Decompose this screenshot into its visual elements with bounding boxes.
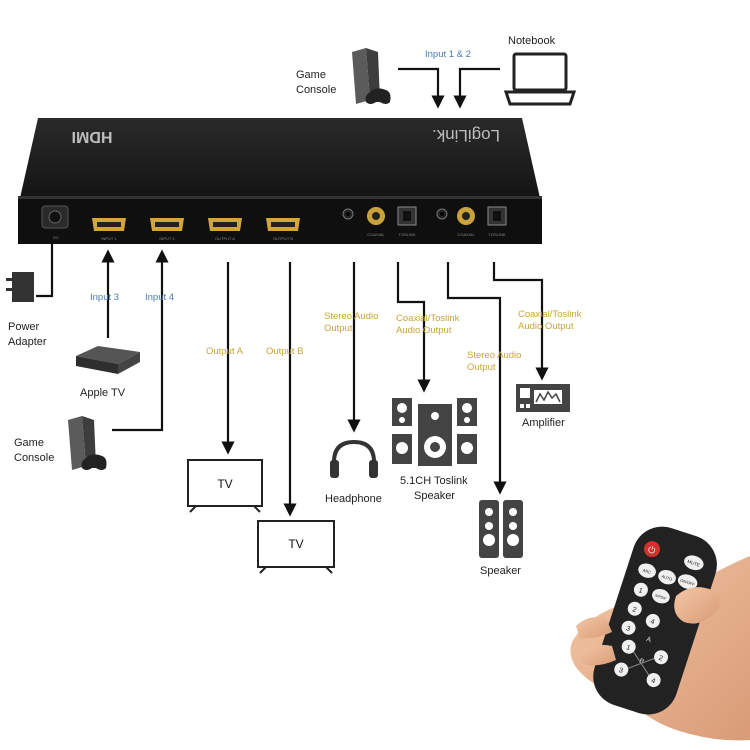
- svg-text:1: 1: [638, 587, 644, 595]
- speaker-icon: [479, 500, 523, 558]
- audio-output-group-2: COAXIAL TOSLINK: [436, 206, 507, 237]
- game-console-left-label-line2: Console: [14, 452, 54, 464]
- tv-b-label: TV: [288, 537, 303, 551]
- amplifier-label: Amplifier: [522, 417, 565, 429]
- game-console-top-label-line1: Game: [296, 69, 326, 81]
- tv-a-icon: TV: [187, 459, 263, 513]
- svg-text:2: 2: [631, 606, 637, 614]
- svg-text:ARC: ARC: [642, 567, 652, 574]
- apple-tv-label: Apple TV: [80, 387, 126, 399]
- notebook-icon: [503, 52, 577, 106]
- hdmi-matrix-device: HDMI LogiLink. DC INPUT 1 INPUT 2 OUTPUT…: [18, 118, 542, 244]
- speaker-label: Speaker: [480, 565, 521, 577]
- remote-button-a-1[interactable]: [632, 581, 650, 599]
- speaker-51-icon: [392, 398, 477, 466]
- game-console-top-label-line2: Console: [296, 84, 336, 96]
- headphone-label: Headphone: [325, 493, 382, 505]
- wire-game-console-to-input-4: [112, 249, 169, 432]
- remote-zone-b-label: B: [638, 658, 645, 666]
- game-console-top-icon: [352, 48, 391, 104]
- remote-button-a-3[interactable]: [620, 619, 638, 637]
- svg-text:⏻: ⏻: [647, 544, 657, 556]
- tv-b-icon: TV: [257, 520, 335, 574]
- remote-button-auto[interactable]: [656, 568, 677, 587]
- power-adapter-label-line2: Adapter: [8, 336, 47, 348]
- speaker-51-label-line1: 5.1CH Toslink: [400, 475, 468, 487]
- svg-text:DC: DC: [53, 235, 59, 240]
- power-adapter-label-line1: Power: [8, 321, 40, 333]
- svg-text:COAXIAL: COAXIAL: [367, 232, 385, 237]
- tv-a-label: TV: [217, 477, 232, 491]
- wire-coax-toslink-1: [396, 262, 431, 393]
- wire-coax-toslink-2: [492, 262, 549, 381]
- svg-text:1: 1: [625, 644, 631, 652]
- notebook-label: Notebook: [508, 35, 556, 47]
- hdmi-output-a-port: OUTPUT A: [208, 218, 242, 241]
- audio-output-group-1: COAXIAL TOSLINK: [342, 206, 417, 237]
- svg-text:OUTPUT B: OUTPUT B: [273, 236, 293, 241]
- remote-power-button[interactable]: [642, 539, 662, 559]
- remote-zone-a-label: A: [645, 636, 652, 644]
- apple-tv-icon: [76, 346, 140, 374]
- coax-toslink-2-label-line1: Coaxial/Toslink: [518, 309, 582, 320]
- coax-toslink-1-label-line1: Coaxial/Toslink: [396, 313, 460, 324]
- svg-text:3: 3: [625, 625, 631, 633]
- svg-text:S/PDIF: S/PDIF: [654, 593, 667, 601]
- game-console-left-label-line1: Game: [14, 437, 44, 449]
- output-b-label: Output B: [266, 346, 304, 357]
- input-1-2-label: Input 1 & 2: [425, 49, 471, 60]
- stereo-audio-2-label-line2: Output: [467, 362, 496, 373]
- wire-power: [36, 244, 54, 298]
- wire-stereo-audio-2: [446, 262, 507, 495]
- stereo-audio-2-label-line1: Stereo Audio: [467, 350, 521, 361]
- svg-text:2: 2: [658, 655, 664, 663]
- remote-button-a-4[interactable]: [644, 612, 662, 630]
- device-brand: LogiLink.: [432, 126, 500, 145]
- svg-text:AUTO: AUTO: [661, 574, 673, 582]
- svg-text:4: 4: [649, 618, 655, 626]
- speaker-51-label-line2: Speaker: [414, 490, 455, 502]
- hand-with-remote: ⏻ MUTE ON/OFF ARC AUTO S/PDIF 1 2 3 4 A …: [570, 526, 750, 741]
- remote-button-onoff[interactable]: [676, 572, 699, 591]
- wire-notebook-to-input: [453, 67, 500, 109]
- svg-text:OUTPUT A: OUTPUT A: [215, 236, 235, 241]
- power-adapter-icon: [6, 272, 34, 302]
- coax-toslink-1-label-line2: Audio Output: [396, 325, 452, 336]
- svg-text:COAXIAL: COAXIAL: [457, 232, 475, 237]
- svg-text:4: 4: [650, 678, 656, 686]
- hdmi-input-1-port: INPUT 1: [92, 218, 126, 241]
- svg-text:3: 3: [618, 667, 624, 675]
- remote-button-b-2[interactable]: [652, 648, 670, 666]
- thumb: [674, 587, 721, 624]
- hdmi-output-b-port: OUTPUT B: [266, 218, 300, 241]
- remote-button-b-3[interactable]: [612, 661, 630, 679]
- remote-button-b-1[interactable]: [620, 638, 638, 656]
- input-4-label: Input 4: [145, 292, 174, 303]
- headphone-icon: [330, 439, 378, 478]
- svg-text:TOSLINK: TOSLINK: [398, 232, 415, 237]
- svg-text:INPUT 1: INPUT 1: [101, 236, 117, 241]
- device-logo: HDMI: [72, 128, 113, 145]
- output-a-label: Output A: [206, 346, 244, 357]
- remote-button-arc[interactable]: [636, 561, 657, 580]
- remote-button-spdif[interactable]: [650, 587, 671, 606]
- input-3-label: Input 3: [90, 292, 119, 303]
- game-console-left-icon: [68, 416, 107, 470]
- hdmi-input-2-port: INPUT 2: [150, 218, 184, 241]
- svg-text:ON/OFF: ON/OFF: [680, 578, 696, 588]
- remote-button-b-4[interactable]: [645, 671, 663, 689]
- svg-text:INPUT 2: INPUT 2: [159, 236, 175, 241]
- svg-text:TOSLINK: TOSLINK: [488, 232, 505, 237]
- svg-text:MUTE: MUTE: [687, 559, 701, 568]
- stereo-audio-1-label-line1: Stereo Audio: [324, 311, 378, 322]
- amplifier-icon: [516, 384, 570, 412]
- remote-button-a-2[interactable]: [626, 600, 644, 618]
- remote-button-mute[interactable]: [682, 553, 705, 572]
- coax-toslink-2-label-line2: Audio Output: [518, 321, 574, 332]
- stereo-audio-1-label-line2: Output: [324, 323, 353, 334]
- dc-power-port: DC: [41, 205, 69, 240]
- wire-game-console-to-input: [398, 67, 445, 109]
